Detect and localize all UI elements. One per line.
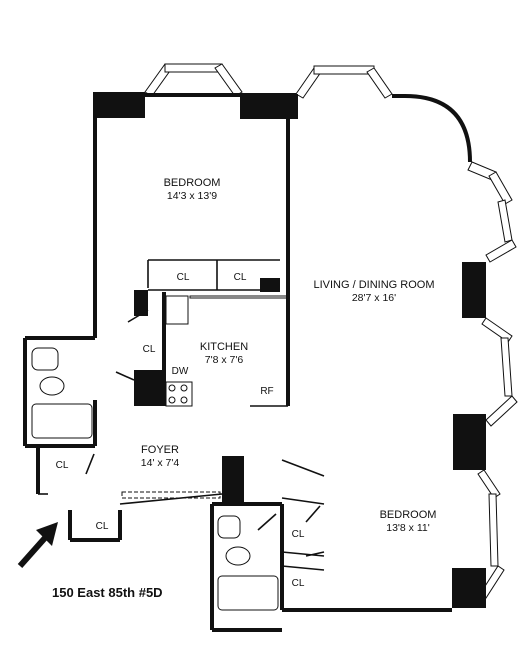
closet-label: CL bbox=[96, 521, 109, 532]
closet-label: CL bbox=[234, 272, 247, 283]
dishwasher-label: DW bbox=[172, 366, 189, 377]
bedroom1-dims: 14'3 x 13'9 bbox=[167, 190, 217, 202]
closet-label: CL bbox=[292, 529, 305, 540]
bedroom2-name: BEDROOM bbox=[380, 509, 437, 521]
bedroom2-dims: 13'8 x 11' bbox=[386, 522, 430, 534]
closet-label: CL bbox=[143, 344, 156, 355]
living-name: LIVING / DINING ROOM bbox=[313, 279, 434, 291]
living-dims: 28'7 x 16' bbox=[352, 292, 396, 304]
plan-caption: 150 East 85th #5D bbox=[52, 585, 163, 600]
kitchen-name: KITCHEN bbox=[200, 341, 248, 353]
foyer-dims: 14' x 7'4 bbox=[141, 457, 180, 469]
closet-label: CL bbox=[56, 460, 69, 471]
entry-arrow-icon bbox=[17, 522, 58, 568]
bedroom1-name: BEDROOM bbox=[164, 177, 221, 189]
closet-label: CL bbox=[177, 272, 190, 283]
kitchen-dims: 7'8 x 7'6 bbox=[205, 354, 244, 366]
closet-label: CL bbox=[292, 578, 305, 589]
foyer-name: FOYER bbox=[141, 444, 179, 456]
windows bbox=[144, 63, 518, 599]
walls bbox=[23, 92, 472, 632]
refrigerator-label: RF bbox=[260, 386, 273, 397]
